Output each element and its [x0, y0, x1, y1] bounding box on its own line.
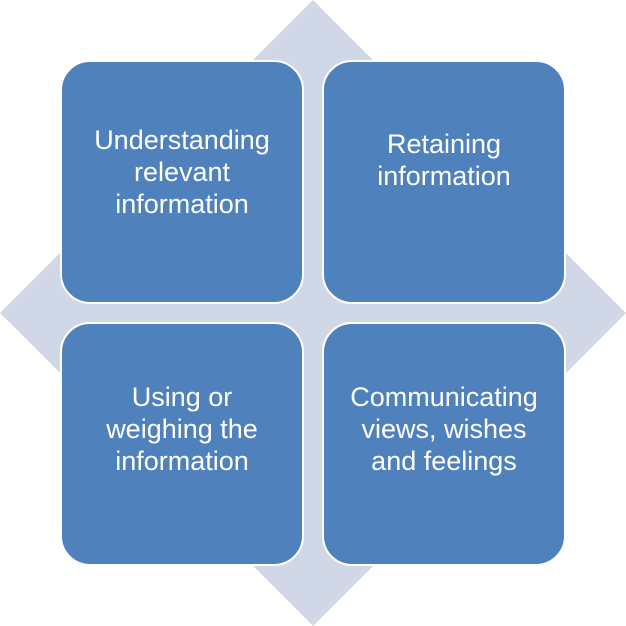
- box-using-weighing: Using or weighing the information: [60, 322, 304, 566]
- box-label-communicating: Communicating views, wishes and feelings: [350, 382, 538, 476]
- box-communicating: Communicating views, wishes and feelings: [322, 322, 566, 566]
- box-label-understanding: Understanding relevant information: [94, 125, 270, 219]
- box-retaining: Retaining information: [322, 60, 566, 304]
- box-label-using-weighing: Using or weighing the information: [106, 382, 258, 476]
- box-label-retaining: Retaining information: [377, 129, 511, 191]
- box-understanding: Understanding relevant information: [60, 60, 304, 304]
